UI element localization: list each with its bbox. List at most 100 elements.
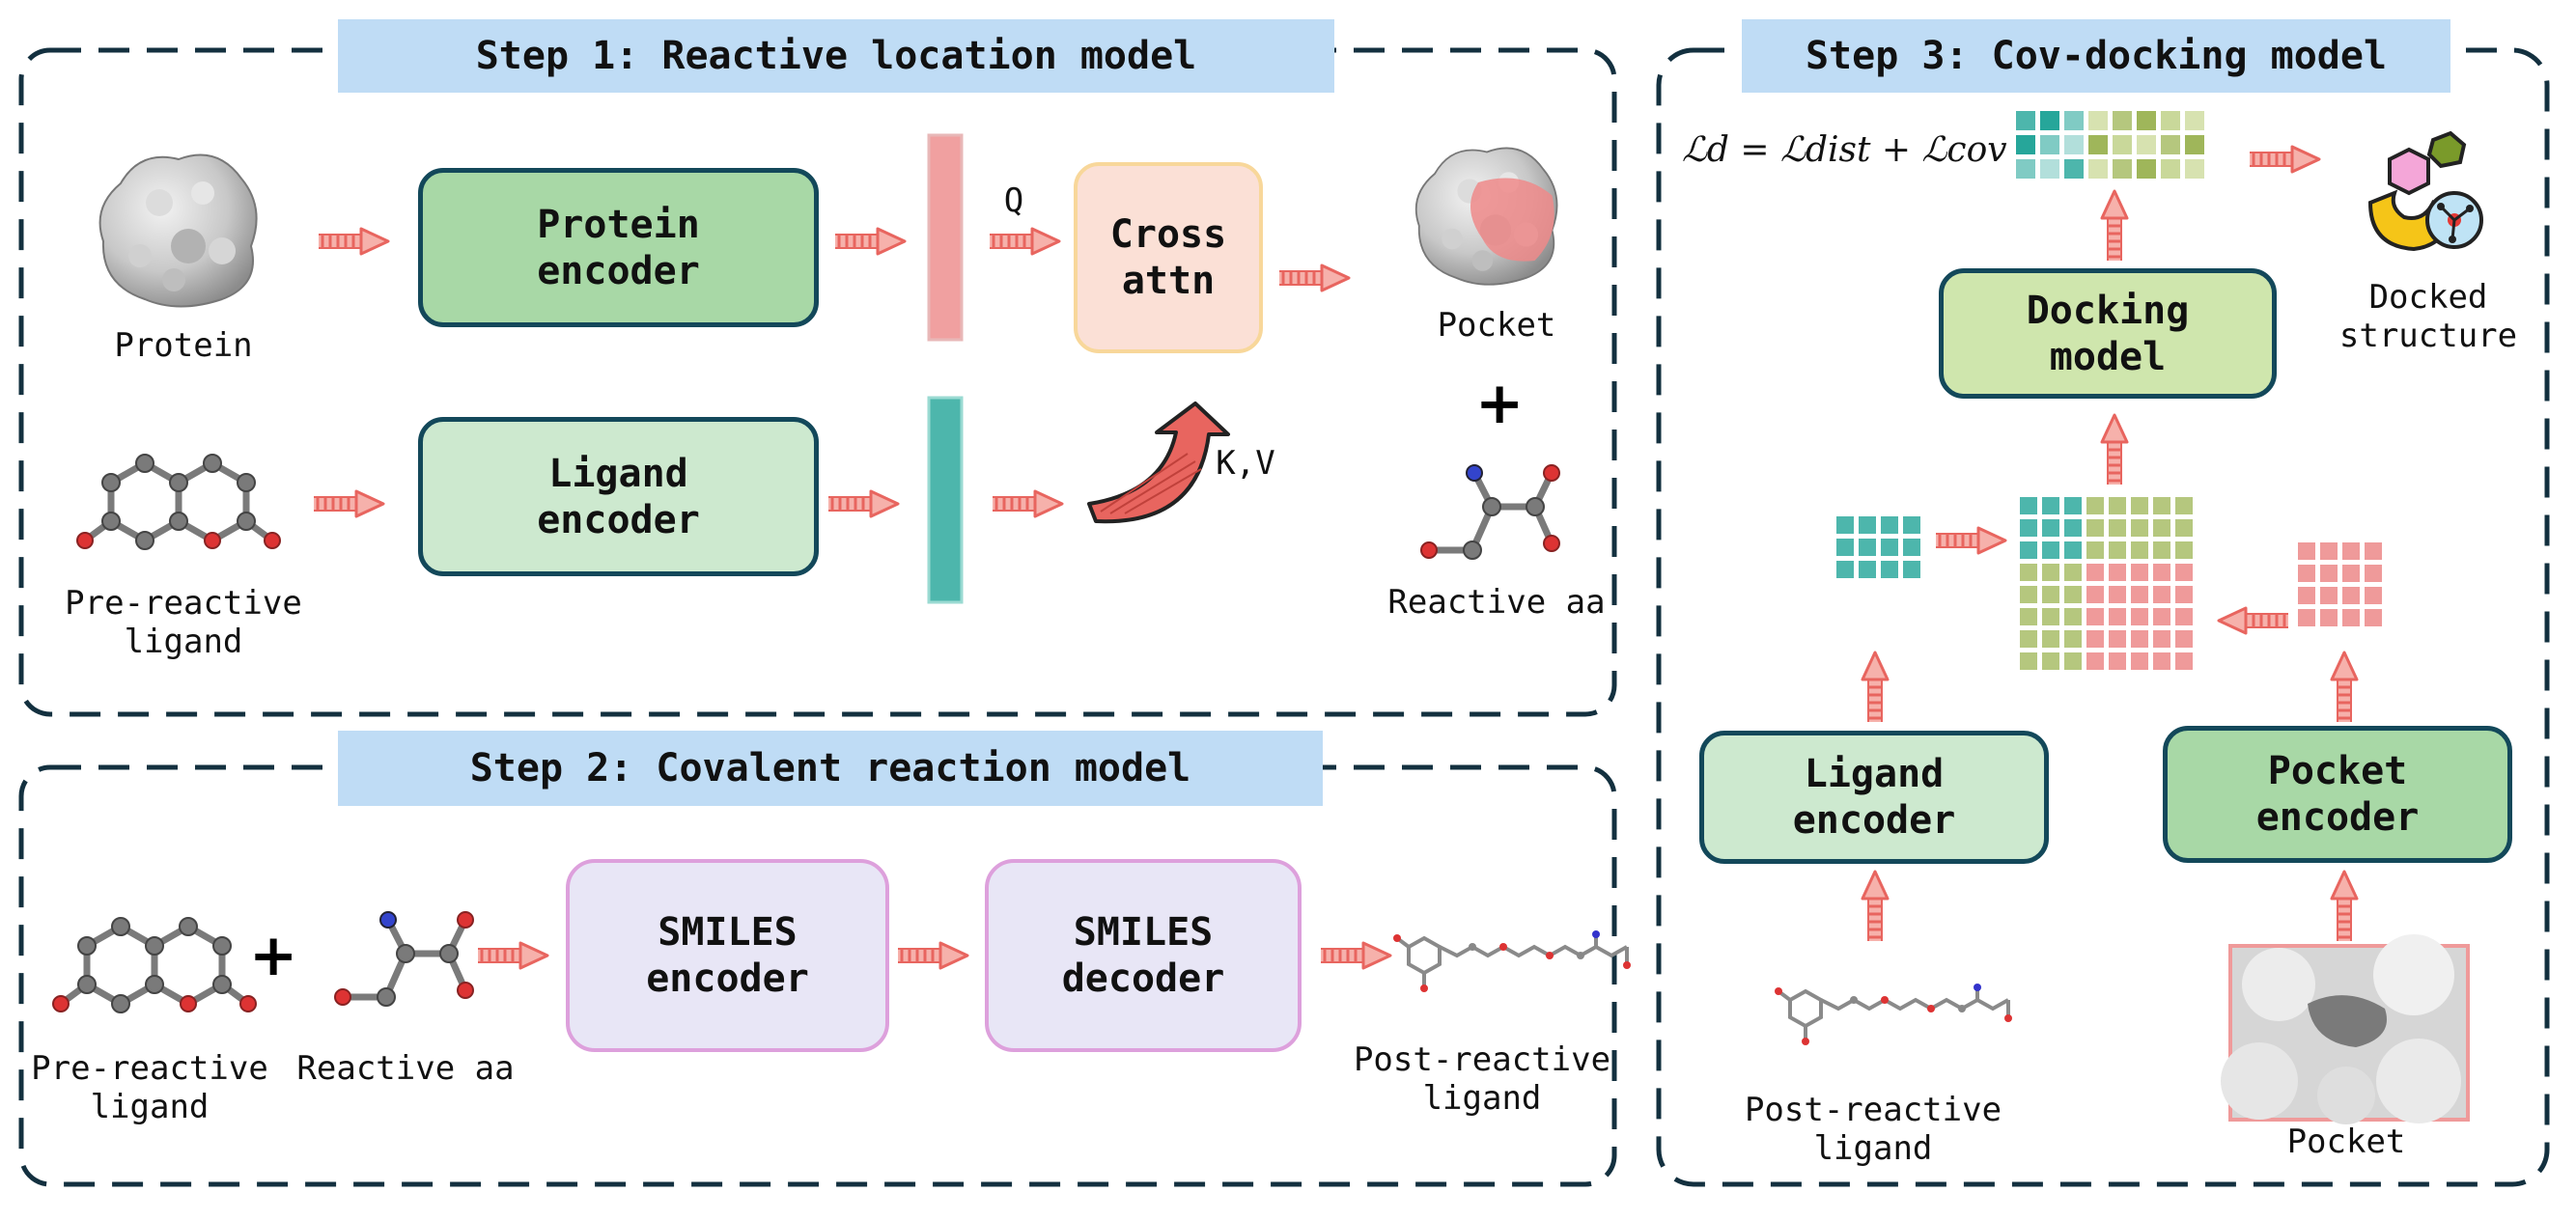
matrix-cell [2153,630,2170,648]
matrix-cell [2131,586,2148,603]
docked-structure-label: Docked structure [2338,278,2518,355]
matrix-cell [2161,111,2180,130]
matrix-cell [2109,541,2126,559]
matrix-cell [2040,135,2059,154]
matrix-cell [2016,135,2035,154]
matrix-cell [2109,630,2126,648]
matrix-cell [2020,541,2037,559]
matrix-cell [2153,608,2170,625]
step2-title: Step 2: Covalent reaction model [338,731,1323,806]
matrix-cell [2086,586,2104,603]
docked-structure-icon [2367,130,2483,252]
plus-icon: + [1475,370,1525,437]
matrix-cell [2137,135,2156,154]
matrix-cell [2109,519,2126,537]
matrix-cell [2161,159,2180,179]
matrix-cell [2131,541,2148,559]
matrix-cell [2109,608,2126,625]
cross-attention-box: Cross attn [1074,162,1263,353]
matrix-cell [2131,652,2148,670]
matrix-cell [2131,497,2148,514]
matrix-cell [2042,541,2059,559]
matrix-cell [2175,586,2193,603]
matrix-cell [2342,609,2360,626]
matrix-cell [2175,519,2193,537]
arrow [1319,941,1392,970]
step2-panel [18,764,1617,1187]
matrix-cell [2088,159,2108,179]
matrix-cell [2064,630,2082,648]
post-reactive-ligand-label: Post-reactive ligand [1353,1040,1611,1118]
matrix-cell [1881,539,1898,556]
matrix-cell [2020,608,2037,625]
protein-label: Protein [114,326,253,365]
arrow [2217,606,2290,635]
matrix-cell [2175,564,2193,581]
matrix-cell [1836,539,1854,556]
matrix-cell [1881,561,1898,578]
matrix-cell [1836,561,1854,578]
reactive-aa-label: Reactive aa [1387,583,1606,622]
arrow [317,227,390,256]
arrow [896,941,969,970]
matrix-cell [2131,630,2148,648]
matrix-cell [2042,519,2059,537]
matrix-cell [2064,541,2082,559]
matrix-cell [2175,497,2193,514]
matrix-cell [2298,542,2315,560]
smiles-decoder-box: SMILES decoder [985,859,1302,1052]
key-value-label: K,V [1216,444,1275,483]
matrix-cell [1903,516,1920,534]
arrow [2100,189,2129,263]
matrix-cell [2086,608,2104,625]
matrix-cell [2153,541,2170,559]
matrix-cell [2175,608,2193,625]
query-label: Q [1003,181,1024,220]
arrow [1861,870,1890,943]
matrix-cell [2320,542,2338,560]
matrix-cell [2113,135,2132,154]
arrow [2330,651,2359,724]
matrix-cell [2185,159,2204,179]
step3-title: Step 3: Cov-docking model [1742,19,2450,93]
post-reactive-ligand-label: Post-reactive ligand [1744,1091,2002,1168]
matrix-cell [1903,561,1920,578]
arrow [991,489,1064,518]
matrix-cell [2109,586,2126,603]
matrix-cell [2064,564,2082,581]
matrix-cell [2320,587,2338,604]
smiles-encoder-box: SMILES encoder [566,859,889,1052]
matrix-cell [2342,587,2360,604]
matrix-cell [2064,608,2082,625]
matrix-cell [2320,565,2338,582]
molecule-icon [53,918,256,1012]
arrow [1277,263,1351,292]
matrix-cell [2064,111,2084,130]
matrix-cell [2086,652,2104,670]
protein-embedding-bar [927,133,964,342]
molecule-icon [335,912,473,1006]
output-matrix [2016,111,2204,179]
molecule-icon [1391,929,1633,994]
matrix-cell [2365,565,2382,582]
step1-panel [18,47,1617,717]
matrix-cell [2042,630,2059,648]
kv-curved-arrow [1087,402,1230,524]
matrix-cell [2109,564,2126,581]
molecule-icon [77,455,280,549]
matrix-cell [2131,564,2148,581]
protein-surface-icon [98,153,258,308]
matrix-cell [2298,587,2315,604]
matrix-cell [2042,564,2059,581]
matrix-cell [2086,564,2104,581]
matrix-cell [2342,565,2360,582]
matrix-cell [2016,159,2035,179]
matrix-cell [1859,561,1876,578]
matrix-cell [2086,630,2104,648]
matrix-cell [2088,135,2108,154]
docking-model-box: Docking model [1939,268,2277,399]
matrix-cell [2137,159,2156,179]
matrix-cell [2298,609,2315,626]
matrix-cell [2153,652,2170,670]
